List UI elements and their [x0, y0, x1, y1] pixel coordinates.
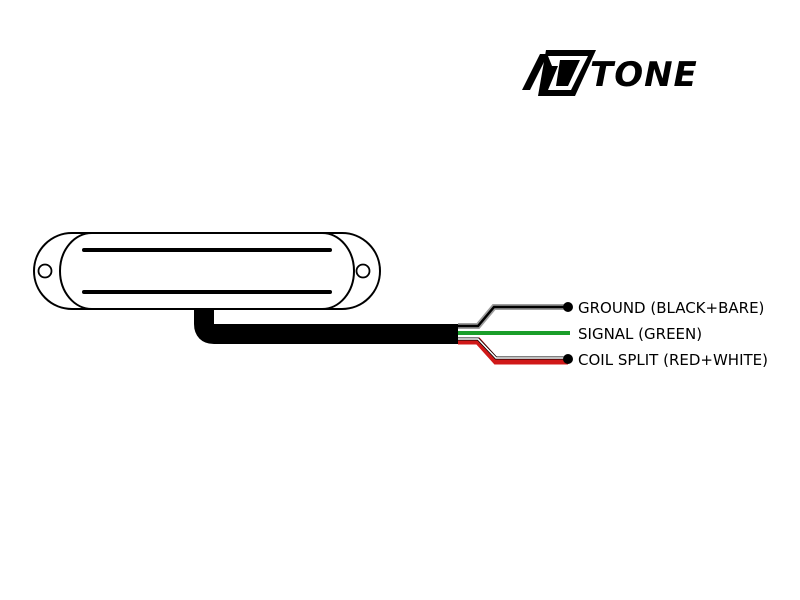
coil-split-terminal-dot — [563, 354, 573, 364]
mounting-hole-right — [355, 263, 371, 279]
mounting-hole-left — [37, 263, 53, 279]
logo-text: TONE — [590, 55, 698, 95]
coil-split-label: COIL SPLIT (RED+WHITE) — [578, 351, 768, 369]
logo-mark-v-icon — [522, 50, 596, 96]
pickup — [33, 232, 381, 310]
pickup-cable — [194, 309, 458, 344]
ground-terminal-dot — [563, 302, 573, 312]
ground-wire — [458, 302, 573, 329]
coil-split-wire — [458, 337, 573, 365]
ground-label: GROUND (BLACK+BARE) — [578, 299, 764, 317]
signal-label: SIGNAL (GREEN) — [578, 325, 702, 343]
brand-logo: TONE — [522, 50, 698, 96]
pickup-cover — [59, 232, 355, 310]
